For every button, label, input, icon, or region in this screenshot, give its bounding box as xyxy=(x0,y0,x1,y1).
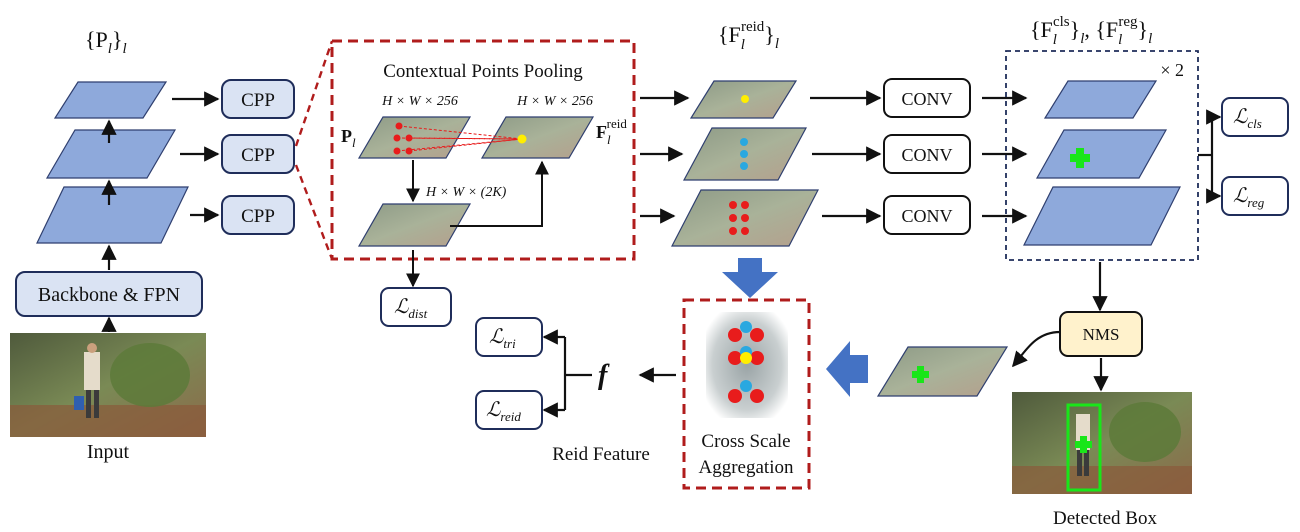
input-image xyxy=(10,333,206,437)
pooling-dim-bottom: H × W × (2K) xyxy=(425,185,507,200)
head-plane-top xyxy=(1043,80,1158,119)
nms-box xyxy=(1059,311,1143,357)
aggregation-box xyxy=(682,298,811,490)
pyramid-plane-top xyxy=(53,81,168,119)
backbone-box xyxy=(15,271,203,317)
reid-point-b1 xyxy=(729,201,737,209)
cpp-box-3 xyxy=(221,195,295,235)
reid-point-mid-3 xyxy=(740,162,748,170)
cpp-label-3: CPP xyxy=(241,206,275,227)
reid-point-mid-2 xyxy=(740,150,748,158)
zoom-connector-bottom xyxy=(294,164,334,260)
arrow-offsets-fl xyxy=(450,160,549,227)
detected-image xyxy=(1012,392,1192,494)
reid-point-b5 xyxy=(729,227,737,235)
aggregation-line1: Cross Scale xyxy=(701,431,790,452)
pooling-dim-right: H × W × 256 xyxy=(516,94,593,109)
loss-cls-box xyxy=(1221,97,1289,137)
pooling-dim-left: H × W × 256 xyxy=(381,94,458,109)
loss-cls-label: ℒcls xyxy=(1233,106,1262,131)
conv-label-2: CONV xyxy=(901,145,952,165)
conv-label-3: CONV xyxy=(901,206,952,226)
reid-feature-symbol: f xyxy=(598,360,610,391)
loss-dist-box xyxy=(380,287,452,327)
loss-tri-label: ℒtri xyxy=(489,326,516,351)
aggregation-points xyxy=(728,321,764,403)
cpp-box-1 xyxy=(221,79,295,119)
blue-arrow-left xyxy=(826,341,868,397)
loss-reg-label: ℒreg xyxy=(1233,185,1265,210)
loss-reid-box xyxy=(475,390,543,430)
pooling-title: Contextual Points Pooling xyxy=(383,61,583,82)
detected-label: Detected Box xyxy=(1053,508,1157,529)
arrow-nms-plane xyxy=(1011,330,1061,368)
pooling-plane-pl xyxy=(357,116,472,159)
pooling-plane-offsets xyxy=(357,203,472,247)
head-box xyxy=(1005,50,1199,261)
detected-center-cross xyxy=(1075,436,1092,453)
reid-point-b4 xyxy=(741,214,749,222)
conv-label-1: CONV xyxy=(901,89,952,109)
cpp-label-2: CPP xyxy=(241,145,275,166)
pooling-plane-fl xyxy=(480,116,595,159)
reid-feature-label: Reid Feature xyxy=(552,444,650,465)
pooling-pl-label: Pl xyxy=(341,126,356,150)
conv-box-1 xyxy=(883,78,971,118)
head-plane-bottom xyxy=(1023,186,1181,246)
detection-plane xyxy=(876,346,1009,397)
pyramid-label: {Pl}l xyxy=(85,27,127,57)
conv-box-2 xyxy=(883,134,971,174)
reid-point-b6 xyxy=(741,227,749,235)
reid-point-top xyxy=(741,95,749,103)
conv-box-3 xyxy=(883,195,971,235)
cpp-label-1: CPP xyxy=(241,90,275,111)
reid-point-b2 xyxy=(741,201,749,209)
pyramid-plane-mid xyxy=(45,129,177,179)
loss-dist-label: ℒdist xyxy=(394,296,428,321)
contextual-points xyxy=(393,122,527,155)
reid-features-label: {Flreid}l xyxy=(718,19,779,53)
loss-reid-label: ℒreid xyxy=(486,399,521,424)
head-plane-mid xyxy=(1035,129,1168,179)
pyramid-plane-bottom xyxy=(36,186,189,244)
backbone-label: Backbone & FPN xyxy=(38,284,180,306)
zoom-connector-top xyxy=(294,40,334,147)
pooling-box xyxy=(330,39,636,261)
reid-point-mid-1 xyxy=(740,138,748,146)
blue-arrow-down xyxy=(722,258,778,298)
reid-point-b3 xyxy=(729,214,737,222)
nms-label: NMS xyxy=(1083,325,1120,344)
cpp-box-2 xyxy=(221,134,295,174)
head-repeat: × 2 xyxy=(1160,60,1184,80)
detection-plane-cross xyxy=(912,366,929,383)
pooling-fl-label: Flreid xyxy=(596,116,627,147)
input-label: Input xyxy=(87,441,130,463)
loss-reg-box xyxy=(1221,176,1289,216)
aggregation-line2: Aggregation xyxy=(699,457,794,478)
head-center-cross xyxy=(1070,148,1090,168)
head-label: {Flcls}l, {Flreg}l xyxy=(1030,14,1152,48)
detected-box-outline xyxy=(1066,403,1102,492)
loss-tri-box xyxy=(475,317,543,357)
